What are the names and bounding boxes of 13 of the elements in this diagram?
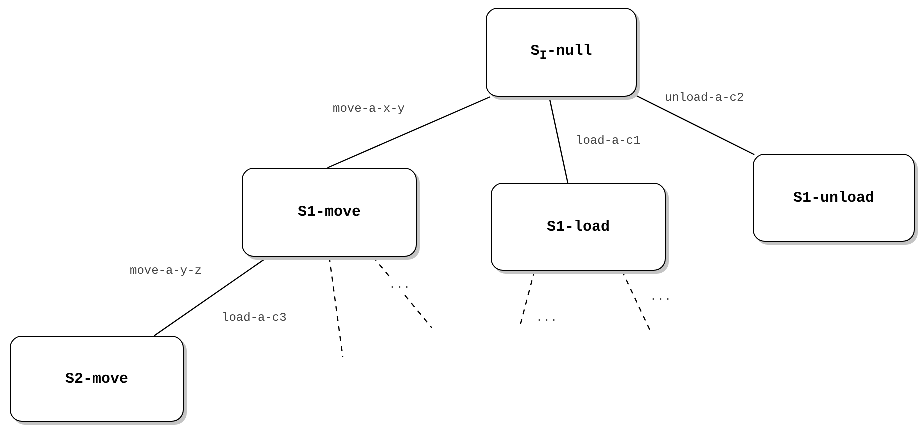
state-box bbox=[10, 336, 184, 422]
state-name: S1-move bbox=[298, 204, 361, 221]
state-name: S1-unload bbox=[793, 190, 874, 206]
state-box bbox=[491, 183, 666, 271]
ellipsis-label: ... bbox=[389, 278, 411, 292]
state-box bbox=[242, 168, 417, 257]
connector-line bbox=[328, 96, 491, 169]
state-box bbox=[486, 8, 637, 97]
state-name: S$_{I}$-null bbox=[530, 42, 592, 62]
state-name: S1-load bbox=[546, 218, 610, 236]
state-box bbox=[753, 154, 915, 242]
state-name: S2-move bbox=[65, 370, 128, 388]
connector-line bbox=[636, 96, 755, 156]
